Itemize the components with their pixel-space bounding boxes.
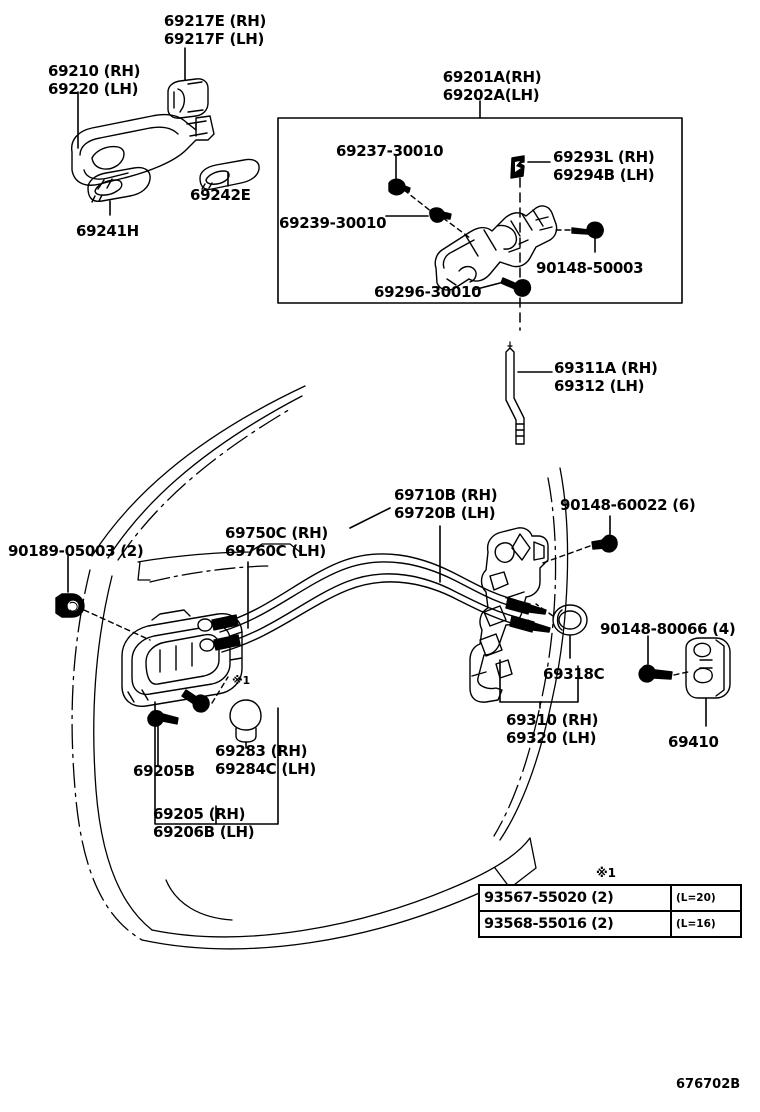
part-striker-69410 [685, 637, 731, 699]
label-69296-30010: 69296-30010 [374, 283, 482, 301]
footnote-row: 93568-55016 (2)(L=16) [478, 910, 742, 938]
label-69318C: 69318C [543, 665, 605, 683]
label-69710B-69720B-line-1: 69710B (RH) [394, 486, 498, 504]
label-69205-69206B: 69205 (RH)69206B (LH) [153, 805, 255, 841]
label-69293L-69294B-line-2: 69294B (LH) [553, 166, 655, 184]
label-69241H: 69241H [76, 222, 139, 240]
label-69241H-line-1: 69241H [76, 222, 139, 240]
leader-69296 [472, 282, 501, 291]
label-69710B-69720B-line-2: 69720B (LH) [394, 504, 496, 522]
label-69239-30010: 69239-30010 [279, 214, 387, 232]
label-69242E: 69242E [190, 186, 251, 204]
label-69283-69284C: 69283 (RH)69284C (LH) [215, 742, 316, 778]
label-69210-69220-line-1: 69210 (RH) [48, 62, 141, 80]
dash-69318C [535, 603, 554, 617]
label-69237-30010: 69237-30010 [336, 142, 444, 160]
label-69205B-line-1: 69205B [133, 762, 195, 780]
part-69318C [552, 604, 588, 636]
part-90148-60022 [591, 534, 618, 553]
label-90148-80066: 90148-80066 (4) [600, 620, 736, 638]
footnote-mark: ※1 [596, 866, 617, 880]
label-69205-69206B-line-1: 69205 (RH) [153, 805, 246, 823]
footnote-row: 93567-55020 (2)(L=20) [478, 884, 742, 912]
label-69293L-69294B: 69293L (RH)69294B (LH) [553, 148, 655, 184]
dash-69237 [403, 189, 433, 213]
label-69710B-69720B: 69710B (RH)69720B (LH) [394, 486, 498, 522]
label-90148-60022-line-1: 90148-60022 (6) [560, 496, 696, 514]
label-90148-50003-line-1: 90148-50003 [536, 259, 644, 277]
label-69750C-69760C: 69750C (RH)69760C (LH) [225, 524, 328, 560]
part-69293L-clip [510, 155, 525, 179]
part-door-lock-69310 [469, 527, 549, 703]
label-90189-05003-line-1: 90189-05003 (2) [8, 542, 144, 560]
part-69242E [199, 158, 260, 191]
part-lock-frame-69201A [434, 205, 558, 291]
label-69210-69220: 69210 (RH)69220 (LH) [48, 62, 141, 98]
label-69410: 69410 [668, 733, 719, 751]
footnote-table: 93567-55020 (2)(L=20)93568-55016 (2)(L=1… [478, 884, 742, 938]
label-69217E-69217F-line-1: 69217E (RH) [163, 12, 267, 30]
label-69201A-69202A: 69201A(RH)69202A(LH) [443, 68, 542, 104]
part-69237-30010 [388, 178, 411, 196]
footnote-part-length: (L=20) [670, 884, 742, 912]
label-69310-69320-line-2: 69320 (LH) [506, 729, 597, 747]
label-90189-05003: 90189-05003 (2) [8, 542, 144, 560]
label-90148-80066-line-1: 90148-80066 (4) [600, 620, 736, 638]
label-69201A-69202A-line-2: 69202A(LH) [442, 86, 540, 104]
label-69311A-69312: 69311A (RH)69312 (LH) [554, 359, 658, 395]
part-footnote-screw [181, 689, 210, 713]
part-inner-handle-69205 [121, 609, 243, 707]
label-90148-50003: 90148-50003 [536, 259, 644, 277]
dash-90148-60022 [539, 545, 591, 565]
label-69311A-69312-line-1: 69311A (RH) [554, 359, 658, 377]
label-69239-30010-line-1: 69239-30010 [279, 214, 387, 232]
diagram-id-code: 676702B [676, 1077, 741, 1092]
label-69237-30010-line-1: 69237-30010 [336, 142, 444, 160]
label-69318C-line-1: 69318C [543, 665, 605, 683]
dash-footnote-screw [211, 676, 229, 704]
label-69310-69320: 69310 (RH)69320 (LH) [506, 711, 599, 747]
part-handle-cap-69217 [167, 78, 209, 119]
part-cables [197, 553, 551, 653]
label-69283-69284C-line-2: 69284C (LH) [215, 760, 316, 778]
part-90148-80066 [638, 664, 673, 683]
leader-69750C-diag [349, 507, 391, 529]
part-69296-30010 [500, 277, 532, 297]
label-69201A-69202A-line-1: 69201A(RH) [442, 68, 542, 86]
part-69283-knob [229, 699, 262, 743]
label-69217E-69217F-line-2: 69217F (LH) [163, 30, 265, 48]
label-69242E-line-1: 69242E [190, 186, 251, 204]
label-69205-69206B-line-2: 69206B (LH) [153, 823, 255, 841]
label-69310-69320-line-1: 69310 (RH) [506, 711, 599, 729]
part-69241H [87, 166, 151, 203]
footnote-part-length: (L=16) [670, 910, 742, 938]
label-footnote-ref-1: ※1 [232, 672, 250, 690]
label-69283-69284C-line-1: 69283 (RH) [215, 742, 308, 760]
part-90148-50003 [571, 221, 604, 239]
label-69750C-69760C-line-1: 69750C (RH) [225, 524, 328, 542]
dash-90189 [83, 609, 151, 641]
label-footnote-ref-1-line-1: ※1 [232, 674, 250, 687]
footnote-part-number: 93567-55020 (2) [478, 884, 672, 912]
part-90189-05003 [55, 593, 85, 618]
label-69410-line-1: 69410 [668, 733, 719, 751]
label-69293L-69294B-line-1: 69293L (RH) [553, 148, 655, 166]
dash-69239 [442, 217, 471, 239]
door-panel-outline [71, 385, 569, 950]
part-rod-69311A [505, 341, 525, 445]
footnote-part-number: 93568-55016 (2) [478, 910, 672, 938]
label-69750C-69760C-line-2: 69760C (LH) [225, 542, 326, 560]
bracket-69310 [499, 659, 579, 703]
part-69239-30010 [429, 207, 452, 223]
label-69210-69220-line-2: 69220 (LH) [48, 80, 139, 98]
label-69296-30010-line-1: 69296-30010 [374, 283, 482, 301]
label-69205B: 69205B [133, 762, 195, 780]
label-69311A-69312-line-2: 69312 (LH) [554, 377, 645, 395]
label-90148-60022: 90148-60022 (6) [560, 496, 696, 514]
part-69205B [147, 710, 179, 727]
label-69217E-69217F: 69217E (RH)69217F (LH) [164, 12, 266, 48]
